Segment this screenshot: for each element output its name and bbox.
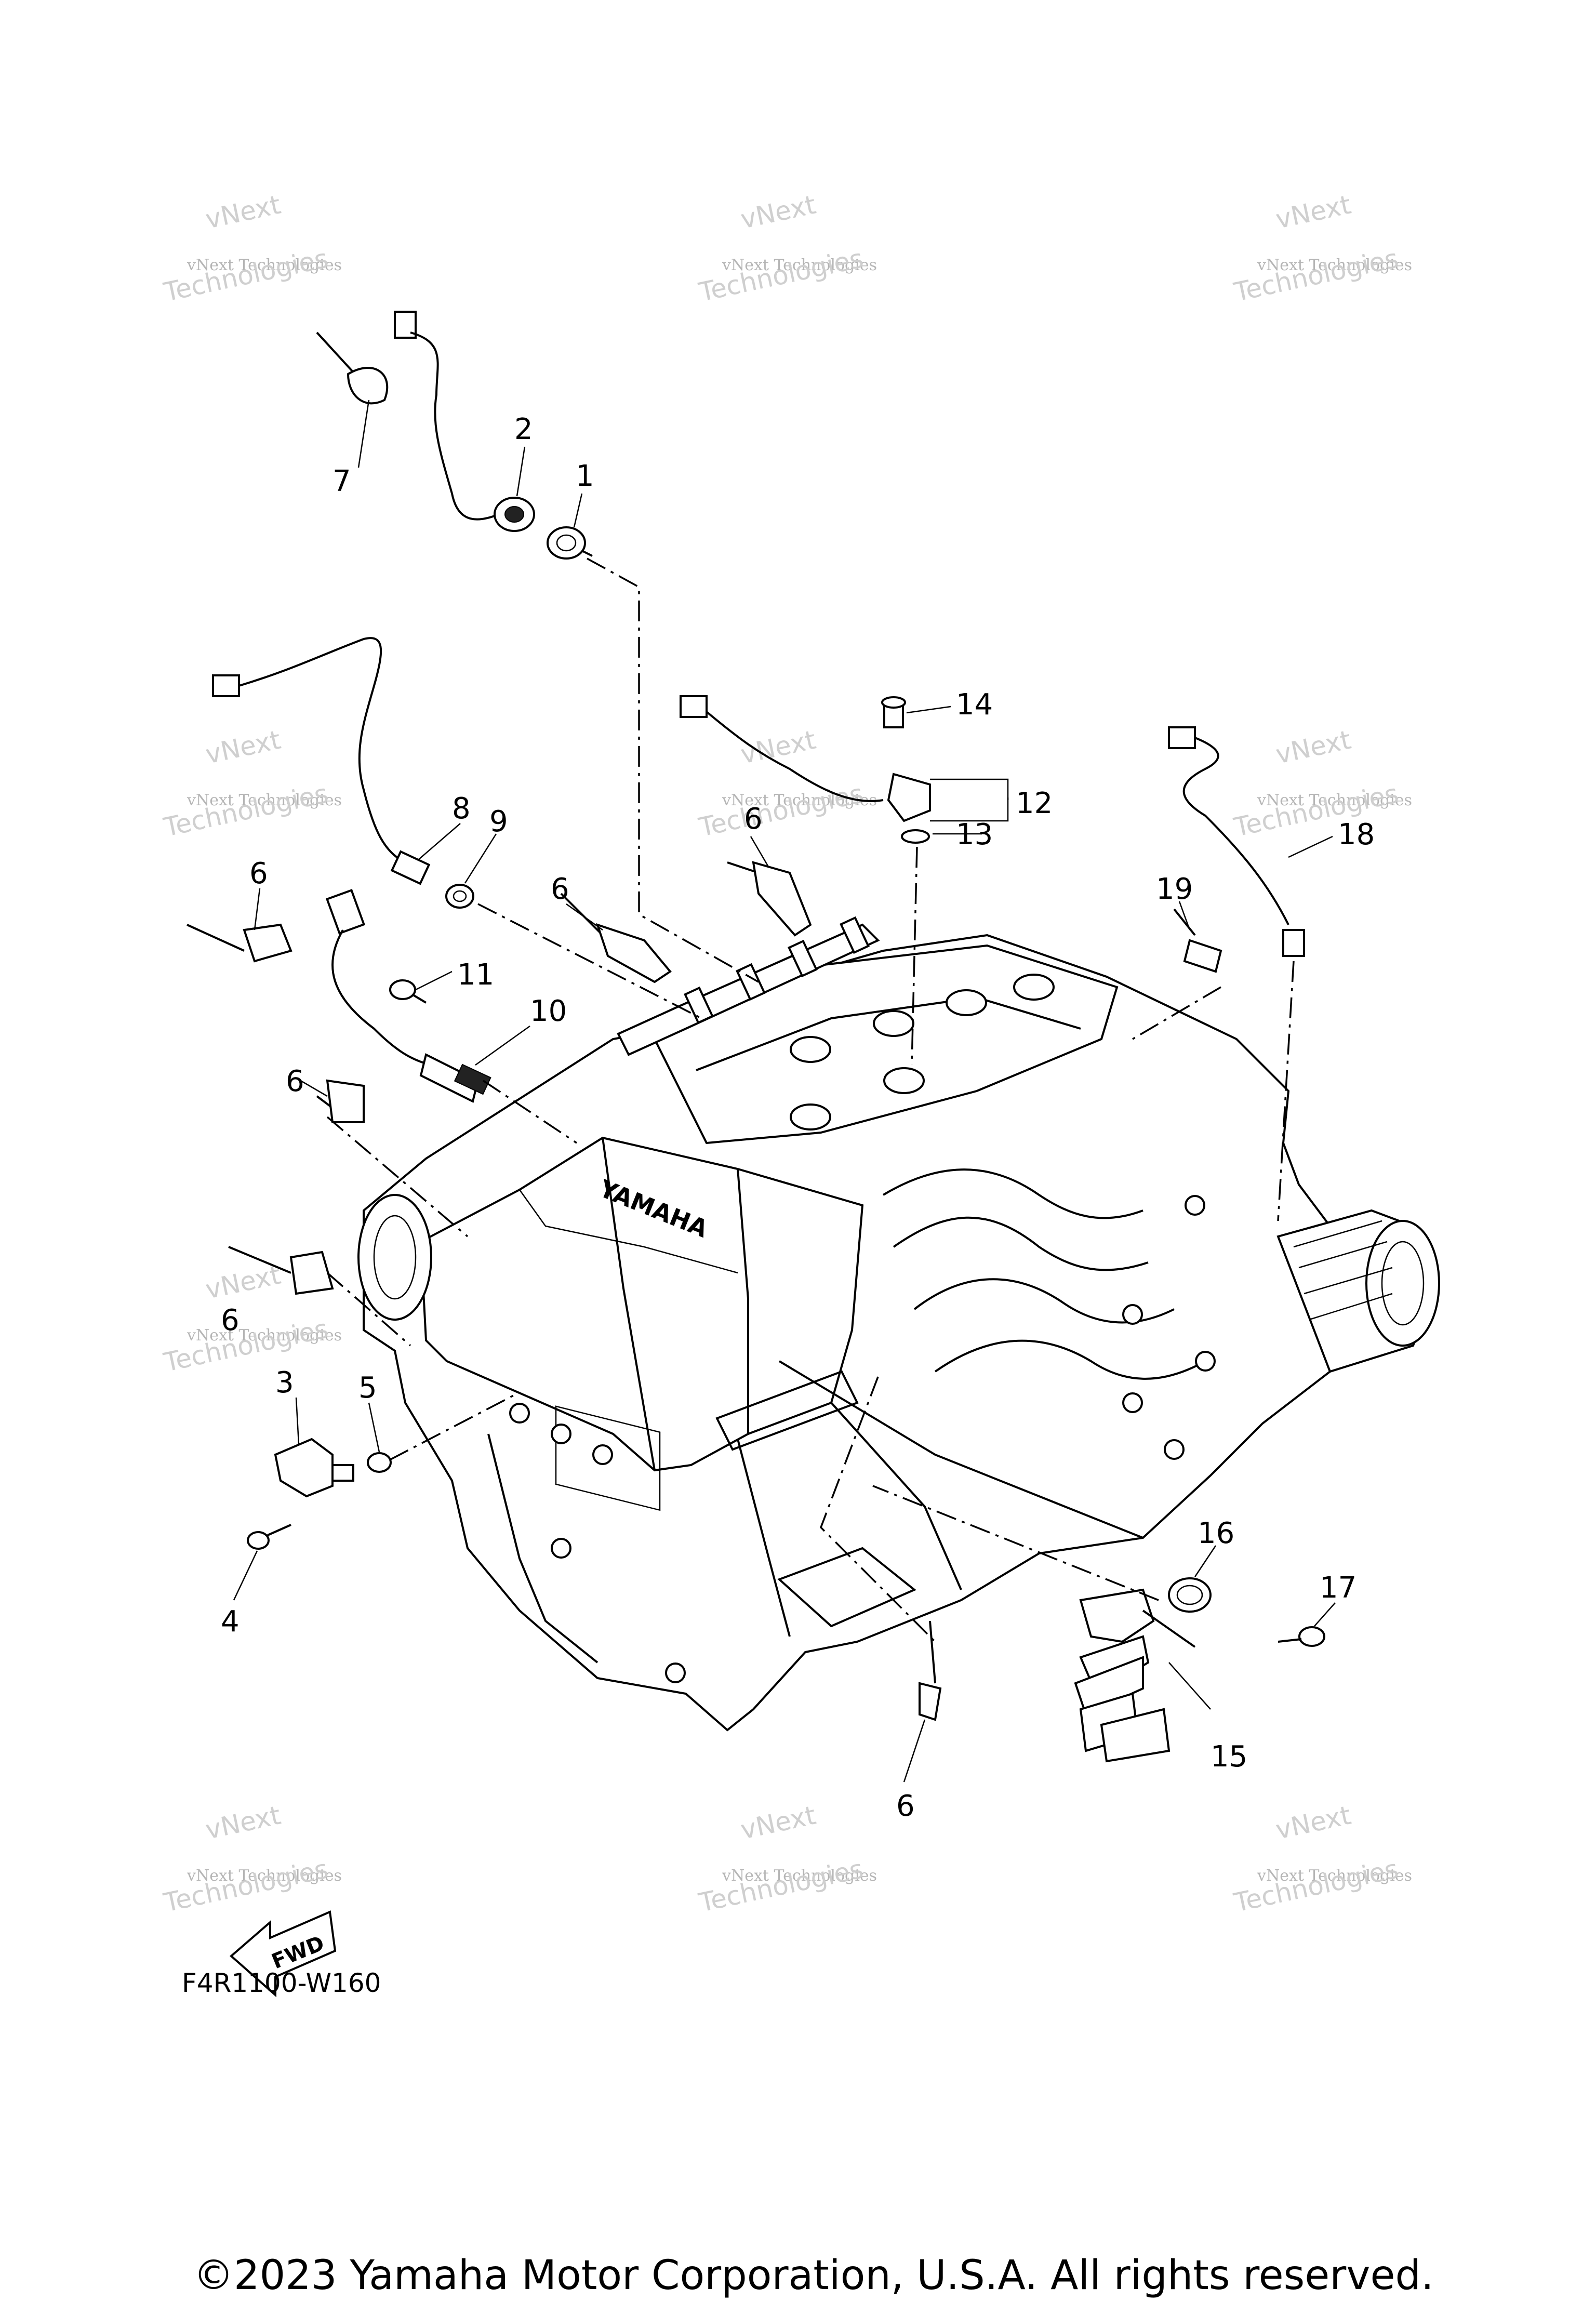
svg-text:vNext: vNext [738,190,818,235]
watermark: vNext vNext Technologies Technologies [696,190,877,308]
svg-text:vNext Technologies: vNext Technologies [187,1326,342,1345]
watermark: vNext vNext Technologies Technologies [696,1800,877,1918]
grille [555,1405,661,1511]
part-14-bolt [881,696,906,728]
callout-2: 2 [514,413,533,446]
callout-6: 6 [744,802,763,836]
svg-text:vNext Technologies: vNext Technologies [187,256,342,274]
injectors [684,916,870,1025]
part-18-sensor-lead [1168,726,1305,957]
cylinder-bosses [790,974,1055,1131]
part-7-cable-clip [316,331,389,405]
callout-10: 10 [530,994,567,1028]
callout-6: 6 [896,1789,915,1823]
callout-7: 7 [332,464,351,498]
part-6-cable-tie [919,1620,942,1721]
callout-8: 8 [452,792,471,826]
svg-text:Technologies: Technologies [161,778,330,843]
part-1-sensor [547,526,593,560]
svg-text:Technologies: Technologies [161,1313,330,1378]
watermark: vNext vNext Technologies Technologies [696,725,877,843]
part-16-o-ring [1168,1577,1212,1613]
svg-text:vNext: vNext [1273,190,1353,235]
svg-text:vNext: vNext [1273,1800,1353,1845]
watermark: vNext vNext Technologies Technologies [161,190,342,308]
part-17-bolt [1278,1626,1325,1647]
svg-text:vNext: vNext [203,725,283,770]
callout-6: 6 [286,1065,304,1098]
copyright-notice: ©2023 Yamaha Motor Corporation, U.S.A. A… [193,2252,1434,2299]
watermark: vNext vNext Technologies Technologies [161,725,342,843]
part-15-sensor-harness [1074,1588,1196,1763]
callout-16: 16 [1198,1517,1234,1550]
part-6-cable-tie [316,1079,365,1123]
part-6-cable-tie [727,861,812,937]
part-11-bolt [389,979,427,1004]
svg-text:vNext Technologies: vNext Technologies [187,1867,342,1885]
callouts: 1 2 3 4 5 6 6 6 6 6 6 7 8 9 10 11 12 13 … [221,413,1375,1823]
callout-6: 6 [221,1304,240,1337]
block-bolts [509,1195,1216,1683]
part-19-clip [1173,908,1222,973]
svg-text:Technologies: Technologies [161,1854,330,1918]
part-13-o-ring [901,829,930,844]
svg-text:Technologies: Technologies [1231,778,1401,843]
callout-12: 12 [1016,787,1053,820]
callout-6: 6 [249,857,268,890]
part-12-sensor [680,695,931,822]
svg-text:vNext: vNext [203,1800,283,1845]
engine-assembly: YAMAHA [357,916,1440,1732]
svg-text:Technologies: Technologies [161,243,330,308]
leader-lines [233,400,1336,1783]
part-10-position-sensor [325,888,491,1103]
part-3-sensor [274,1438,354,1498]
svg-text:vNext Technologies: vNext Technologies [722,1867,877,1885]
installation-lines [326,557,1295,1643]
watermark: vNext vNext Technologies Technologies [1231,725,1412,843]
part-6-cable-tie [560,893,672,983]
svg-text:Technologies: Technologies [1231,243,1401,308]
svg-text:vNext Technologies: vNext Technologies [722,256,877,274]
callout-5: 5 [358,1371,377,1405]
callout-15: 15 [1211,1740,1247,1774]
part-8-temperature-sensor [212,637,431,885]
callout-11: 11 [457,958,494,992]
svg-text:vNext: vNext [738,1800,818,1845]
part-6-cable-tie [228,1246,334,1295]
callout-3: 3 [275,1366,294,1400]
part-6-cable-tie [187,923,292,963]
diagram-code: F4R1100-W160 [182,1968,381,1998]
arrow-icon [229,1910,337,1998]
svg-text:vNext: vNext [203,1260,283,1305]
callout-9: 9 [489,805,508,839]
callout-13: 13 [956,818,993,852]
callout-17: 17 [1320,1571,1356,1605]
callout-1: 1 [576,459,594,493]
watermark: vNext vNext Technologies Technologies [161,1800,342,1918]
svg-text:vNext Technologies: vNext Technologies [1257,256,1412,274]
part-9-gasket [445,884,474,909]
svg-text:vNext: vNext [203,190,283,235]
svg-text:vNext Technologies: vNext Technologies [187,791,342,809]
part-5-grommet [367,1452,392,1473]
rear-coupling [1276,1209,1440,1373]
callout-4: 4 [221,1605,240,1639]
svg-text:vNext Technologies: vNext Technologies [722,791,877,809]
part-4-bolt [247,1524,291,1550]
svg-text:vNext Technologies: vNext Technologies [1257,1867,1412,1885]
svg-text:vNext: vNext [1273,725,1353,770]
callout-6: 6 [551,872,569,906]
watermark: vNext vNext Technologies Technologies [1231,190,1412,308]
part-2-sensor-lead [394,311,535,532]
watermark: vNext vNext Technologies Technologies [1231,1800,1412,1918]
svg-text:Technologies: Technologies [696,1854,866,1918]
callout-14: 14 [956,688,993,722]
callout-18: 18 [1338,818,1375,852]
svg-text:Technologies: Technologies [696,243,866,308]
svg-text:Technologies: Technologies [696,778,866,843]
callout-19: 19 [1156,872,1193,906]
svg-text:vNext Technologies: vNext Technologies [1257,791,1412,809]
svg-text:Technologies: Technologies [1231,1854,1401,1918]
